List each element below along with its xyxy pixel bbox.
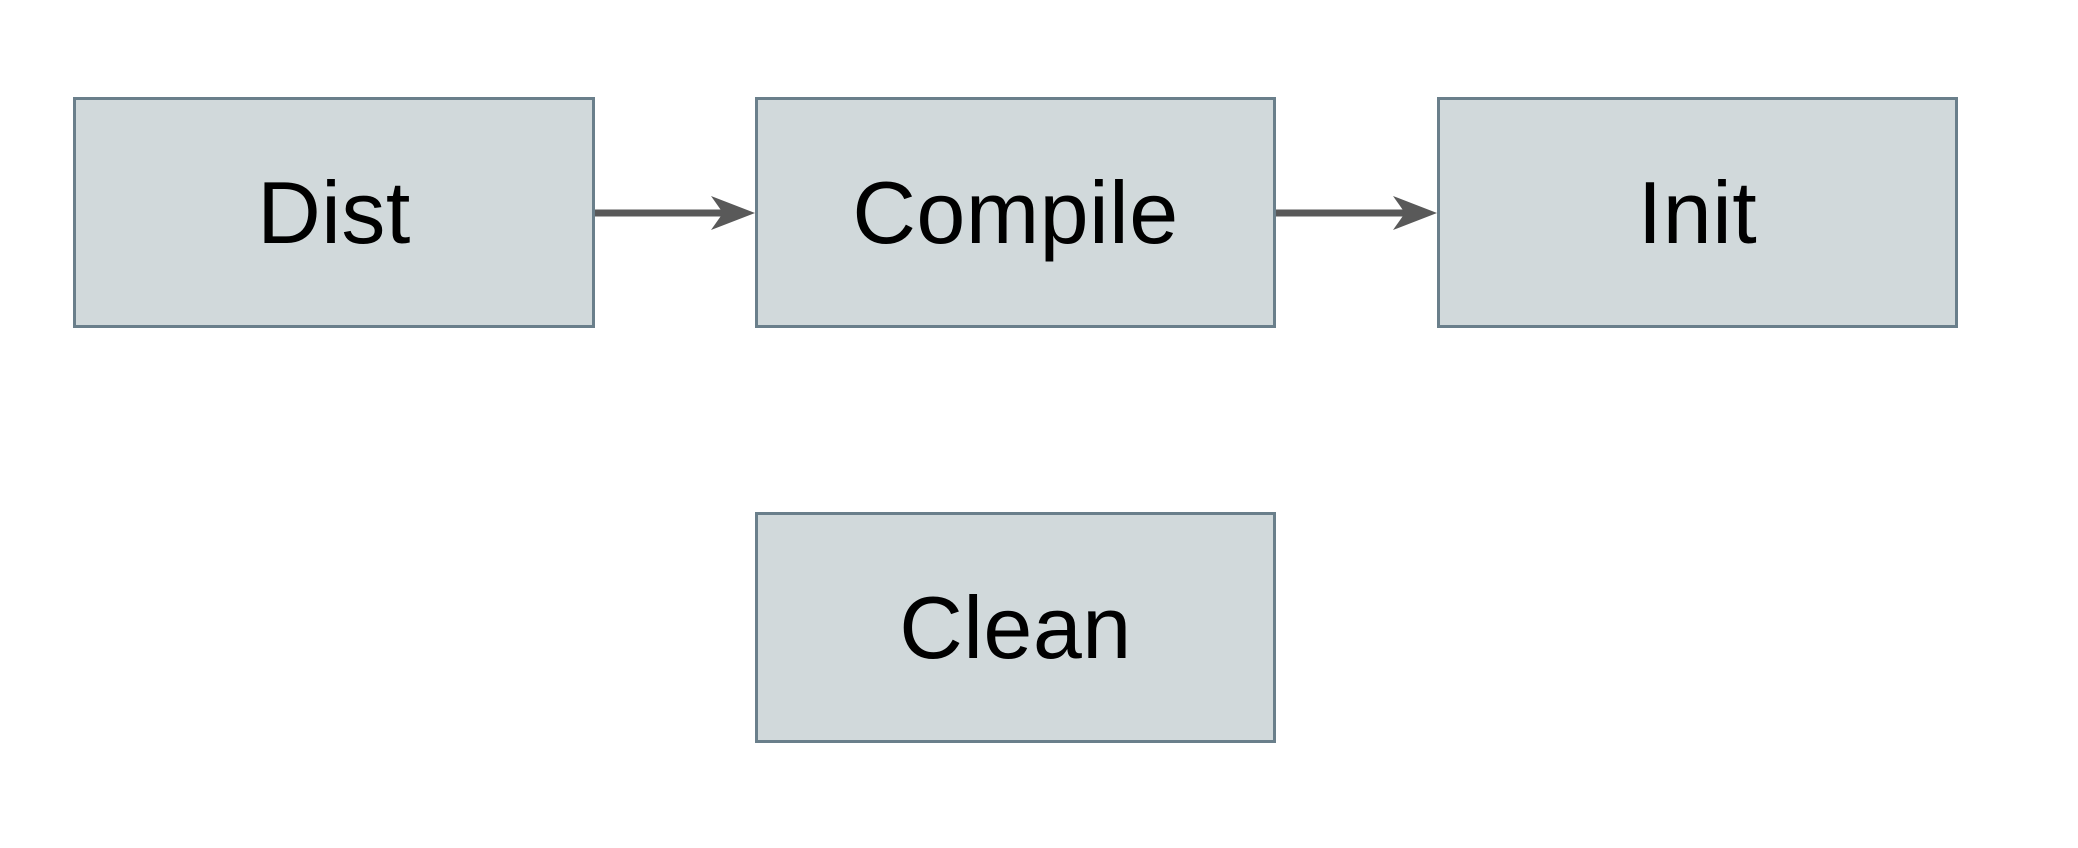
arrow-dist-to-compile[interactable] [595, 196, 755, 230]
node-compile[interactable]: Compile [755, 97, 1276, 328]
arrowhead-icon [711, 196, 755, 230]
node-init-label: Init [1637, 162, 1758, 262]
arrow-compile-to-init[interactable] [1276, 196, 1437, 230]
node-dist-label: Dist [257, 162, 411, 262]
node-compile-label: Compile [852, 162, 1179, 262]
node-clean[interactable]: Clean [755, 512, 1276, 743]
node-init[interactable]: Init [1437, 97, 1958, 328]
arrowhead-icon [1393, 196, 1437, 230]
node-clean-label: Clean [899, 577, 1132, 677]
node-dist[interactable]: Dist [73, 97, 595, 328]
